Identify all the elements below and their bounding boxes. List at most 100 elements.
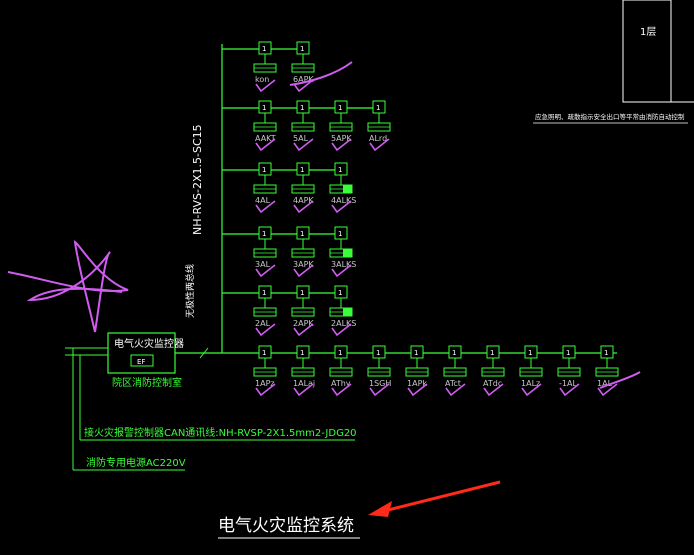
diagram-title: 电气火灾监控系统	[218, 516, 354, 536]
controller-box[interactable]	[107, 332, 176, 374]
check-mark	[293, 383, 314, 397]
red-arrow-shaft	[379, 480, 501, 514]
module-number: 1	[262, 104, 266, 112]
module-number: 1	[300, 230, 304, 238]
check-mark	[293, 200, 314, 214]
device-label: ATct	[445, 379, 461, 388]
device-5AL[interactable]: 1 5AL	[291, 100, 315, 152]
device-label: 1ALz	[521, 379, 540, 388]
check-mark	[369, 138, 390, 152]
module-number: 1	[300, 104, 304, 112]
check-mark	[255, 323, 276, 337]
check-mark	[293, 79, 314, 93]
check-mark	[331, 264, 352, 278]
controller-title: 电气火灾监控器	[114, 337, 184, 350]
check-mark	[255, 138, 276, 152]
bus-note: 接火灾报警控制器CAN通讯线:NH-RVSP-2X1.5mm2-JDG20	[84, 426, 357, 439]
module-number: 1	[262, 45, 266, 53]
check-mark	[483, 383, 504, 397]
check-mark	[369, 383, 390, 397]
check-mark	[331, 200, 352, 214]
module-number: 1	[528, 349, 532, 357]
module-number: 1	[338, 104, 342, 112]
device-fill	[343, 308, 352, 316]
check-mark	[521, 383, 542, 397]
device--1AL[interactable]: 1 -1AL	[557, 345, 581, 397]
device-label: ATdc	[483, 379, 502, 388]
vertical-note-label: 无极性两总线	[184, 264, 196, 318]
controller-location: 院区消防控制室	[112, 376, 182, 389]
device-3ALKS[interactable]: 1 3ALKS	[329, 226, 356, 278]
device-label: 1APk	[407, 379, 427, 388]
device-3APK[interactable]: 1 3APK	[291, 226, 315, 278]
module-number: 1	[338, 166, 342, 174]
red-arrow-head	[368, 501, 392, 517]
floor-box	[622, 0, 672, 103]
device-kon[interactable]: 1 kon	[253, 41, 277, 93]
module-number: 1	[338, 289, 342, 297]
device-4ALKS[interactable]: 1 4ALKS	[329, 162, 356, 214]
module-number: 1	[338, 230, 342, 238]
module-number: 1	[300, 166, 304, 174]
device-label: 4ALKS	[331, 196, 356, 205]
device-label: kon	[255, 75, 269, 84]
controller-ef-box	[130, 354, 154, 367]
device-label: 6APK	[293, 75, 314, 84]
device-1APz[interactable]: 1 1APz	[253, 345, 277, 397]
check-mark	[293, 323, 314, 337]
controller-ef-label: EF	[137, 358, 145, 366]
device-1APk[interactable]: 1 1APk	[405, 345, 429, 397]
device-label: 3AL	[255, 260, 271, 269]
device-label: 1APz	[255, 379, 275, 388]
device-1ALz[interactable]: 1 1ALz	[519, 345, 543, 397]
device-4APK[interactable]: 1 4APK	[291, 162, 315, 214]
check-mark	[559, 383, 580, 397]
check-mark	[255, 264, 276, 278]
device-6APK[interactable]: 1 6APK	[291, 41, 315, 93]
device-label: 1ALaj	[293, 379, 315, 388]
swoosh-scribble	[289, 61, 353, 86]
device-rows: 1kon16APK1AAKT15AL15APK1ALrd14AL14APK14A…	[222, 41, 641, 397]
module-number: 1	[414, 349, 418, 357]
vertical-cable-label: NH-RVS-2X1.5-SC15	[191, 124, 204, 235]
module-number: 1	[300, 45, 304, 53]
device-fill	[343, 185, 352, 193]
check-mark	[255, 200, 276, 214]
module-number: 1	[262, 349, 266, 357]
device-label: 4AL	[255, 196, 271, 205]
device-label: 3ALKS	[331, 260, 356, 269]
module-number: 1	[566, 349, 570, 357]
device-label: 2ALKS	[331, 319, 356, 328]
device-2ALKS[interactable]: 1 2ALKS	[329, 285, 356, 337]
device-label: ALrd	[369, 134, 387, 143]
device-label: 1SGH	[369, 379, 391, 388]
device-label: 5AL	[293, 134, 309, 143]
check-mark	[445, 383, 466, 397]
check-mark	[293, 264, 314, 278]
module-number: 1	[376, 104, 380, 112]
module-number: 1	[262, 289, 266, 297]
module-number: 1	[338, 349, 342, 357]
device-label: AAKT	[255, 134, 276, 143]
device-label: 3APK	[293, 260, 314, 269]
check-mark	[597, 383, 618, 397]
device-label: 1AL	[597, 379, 613, 388]
device-label: -1AL	[559, 379, 577, 388]
check-mark	[255, 79, 276, 93]
module-number: 1	[452, 349, 456, 357]
device-label: 4APK	[293, 196, 314, 205]
